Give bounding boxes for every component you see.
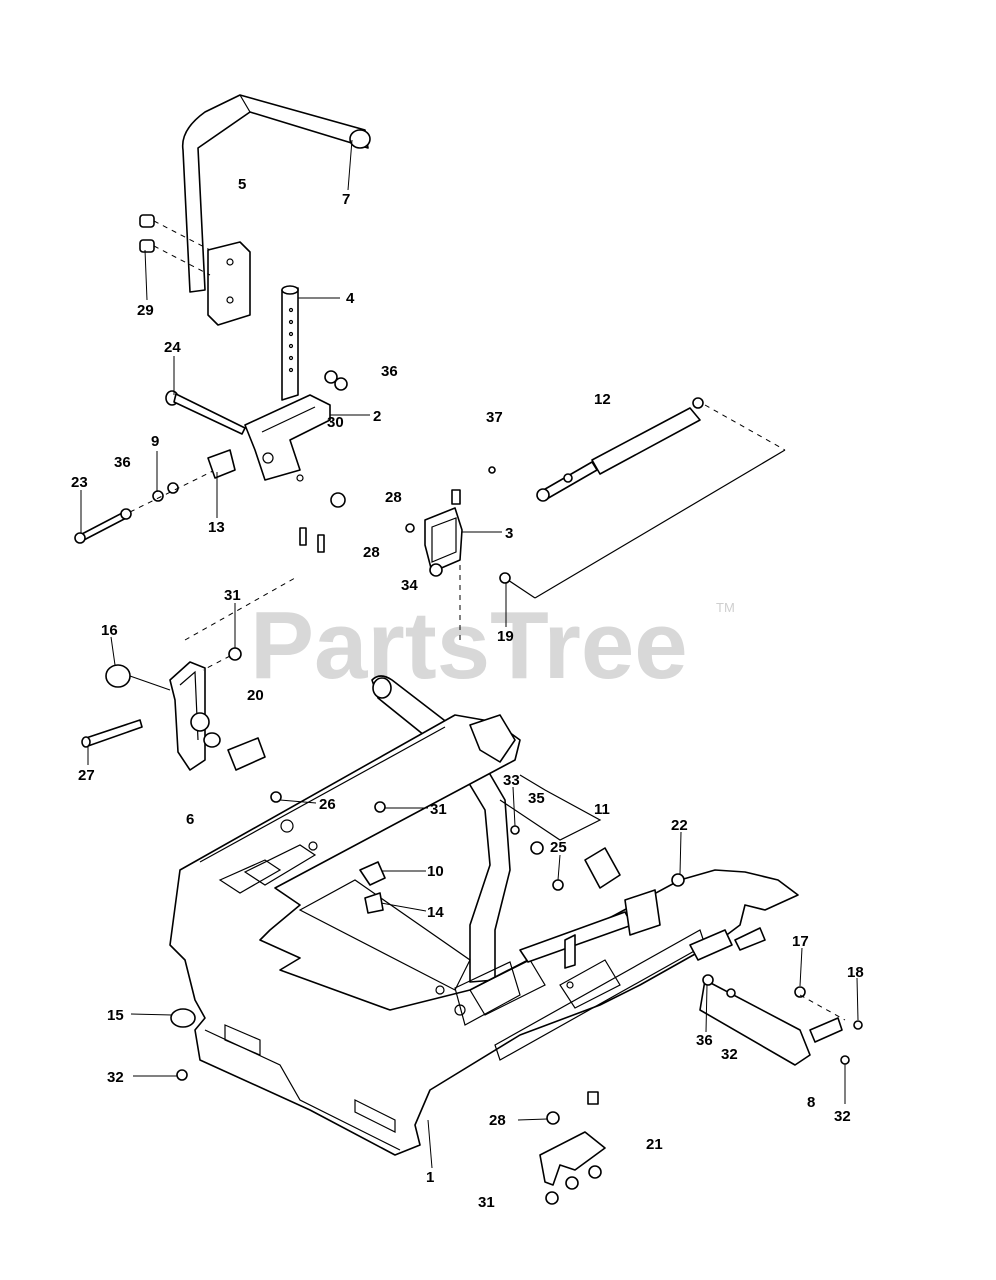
callout-32-a: 32 [107, 1069, 124, 1086]
upper-control-handle [181, 94, 371, 293]
callout-5: 5 [238, 176, 246, 193]
callout-8: 8 [807, 1094, 815, 1111]
callout-20: 20 [247, 687, 264, 704]
callout-31-c: 31 [478, 1194, 495, 1211]
callout-36-c: 36 [696, 1032, 713, 1049]
callout-32-c: 32 [834, 1108, 851, 1125]
bolt-23 [74, 469, 216, 544]
callout-23: 23 [71, 474, 88, 491]
callout-4: 4 [346, 290, 355, 307]
callout-13: 13 [208, 519, 225, 536]
gas-spring-reference-frame [504, 404, 786, 599]
callout-28-b: 28 [363, 544, 380, 561]
handle-mount-plate [207, 241, 251, 326]
pivot-bolt [165, 390, 246, 435]
callout-32-b: 32 [721, 1046, 738, 1063]
callout-21: 21 [646, 1136, 663, 1153]
callout-1: 1 [426, 1169, 434, 1186]
callout-12: 12 [594, 391, 611, 408]
callout-15: 15 [107, 1007, 124, 1024]
callout-31-b: 31 [430, 801, 447, 818]
handle-pivot-assembly [81, 577, 296, 771]
callout-11: 11 [594, 801, 610, 818]
callout-24: 24 [164, 339, 181, 356]
callout-31-a: 31 [224, 587, 241, 604]
watermark-trademark: TM [716, 600, 735, 615]
callout-14: 14 [427, 904, 444, 921]
callout-28-c: 28 [489, 1112, 506, 1129]
callout-22: 22 [671, 817, 688, 834]
pivot-bracket [244, 394, 331, 482]
mount-bracket-3 [405, 489, 511, 640]
spacer-block-13 [207, 449, 236, 479]
callout-16: 16 [101, 622, 118, 639]
callout-27: 27 [78, 767, 95, 784]
callout-25: 25 [550, 839, 567, 856]
bottom-bracket-21 [539, 1091, 606, 1205]
callout-34: 34 [401, 577, 418, 594]
gas-spring [488, 397, 704, 502]
callout-19: 19 [497, 628, 514, 645]
callout-7: 7 [342, 191, 350, 208]
callout-6: 6 [186, 811, 194, 828]
callout-2: 2 [373, 408, 381, 425]
lower-left-fasteners [170, 1008, 196, 1081]
callout-26: 26 [319, 796, 336, 813]
callout-28-a: 28 [385, 489, 402, 506]
pivot-linkage [510, 825, 685, 969]
watermark-text: PartsTree [250, 592, 688, 699]
leader-lines [80, 139, 859, 1169]
right-linkage [689, 927, 863, 1066]
callout-36-a: 36 [381, 363, 398, 380]
callout-33: 33 [503, 772, 520, 789]
bracket-nuts [299, 370, 348, 553]
callout-35: 35 [528, 790, 545, 807]
callout-29: 29 [137, 302, 154, 319]
callout-9: 9 [151, 433, 159, 450]
callout-36-b: 36 [114, 454, 131, 471]
callout-30: 30 [327, 414, 344, 431]
callout-3: 3 [505, 525, 513, 542]
adjustment-arm [281, 285, 299, 401]
callout-10: 10 [427, 863, 444, 880]
frame-brackets [270, 714, 516, 914]
main-frame [169, 714, 799, 1156]
callout-17: 17 [792, 933, 809, 950]
callout-labels: 5 7 29 4 24 36 2 12 37 30 9 36 23 13 28 … [71, 176, 864, 1211]
handle-bolts [139, 214, 211, 276]
callout-18: 18 [847, 964, 864, 981]
callout-37: 37 [486, 409, 503, 426]
